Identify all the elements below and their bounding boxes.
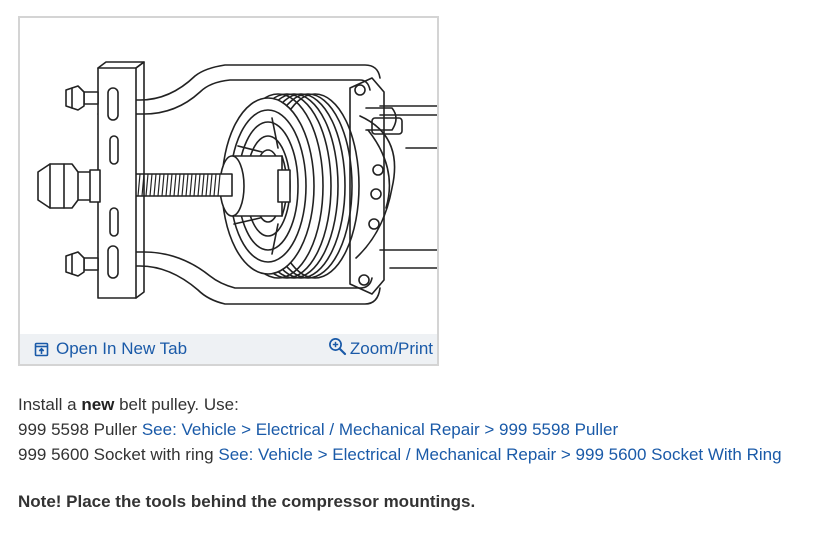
figure-frame: Open In New Tab Zoom/Print [18, 16, 439, 366]
intro-emphasis: new [81, 395, 115, 414]
zoom-print-label: Zoom/Print [349, 339, 433, 358]
figure-toolbar: Open In New Tab Zoom/Print [20, 334, 437, 364]
intro-suffix: belt pulley. Use: [114, 395, 239, 414]
belt-pulley-puller-illustration [37, 61, 437, 305]
zoom-print-link[interactable]: Zoom/Print [328, 337, 433, 359]
zoom-in-icon [328, 337, 346, 355]
tool-line-socket: 999 5600 Socket with ring See: Vehicle >… [18, 442, 818, 467]
note-text: Note! Place the tools behind the compres… [18, 492, 476, 511]
open-in-new-tab-label: Open In New Tab [56, 339, 188, 358]
see-link-socket[interactable]: See: Vehicle > Electrical / Mechanical R… [218, 445, 782, 464]
tool-part-puller: 999 5598 Puller [18, 420, 142, 439]
tool-line-puller: 999 5598 Puller See: Vehicle > Electrica… [18, 417, 818, 442]
see-link-puller[interactable]: See: Vehicle > Electrical / Mechanical R… [141, 420, 619, 439]
intro-line: Install a new belt pulley. Use: [18, 392, 818, 417]
open-in-new-tab-link[interactable]: Open In New Tab [34, 339, 187, 359]
open-new-tab-icon [34, 342, 49, 356]
tool-part-socket: 999 5600 Socket with ring [18, 445, 219, 464]
instruction-text: Install a new belt pulley. Use: 999 5598… [18, 392, 818, 467]
intro-prefix: Install a [18, 395, 82, 414]
